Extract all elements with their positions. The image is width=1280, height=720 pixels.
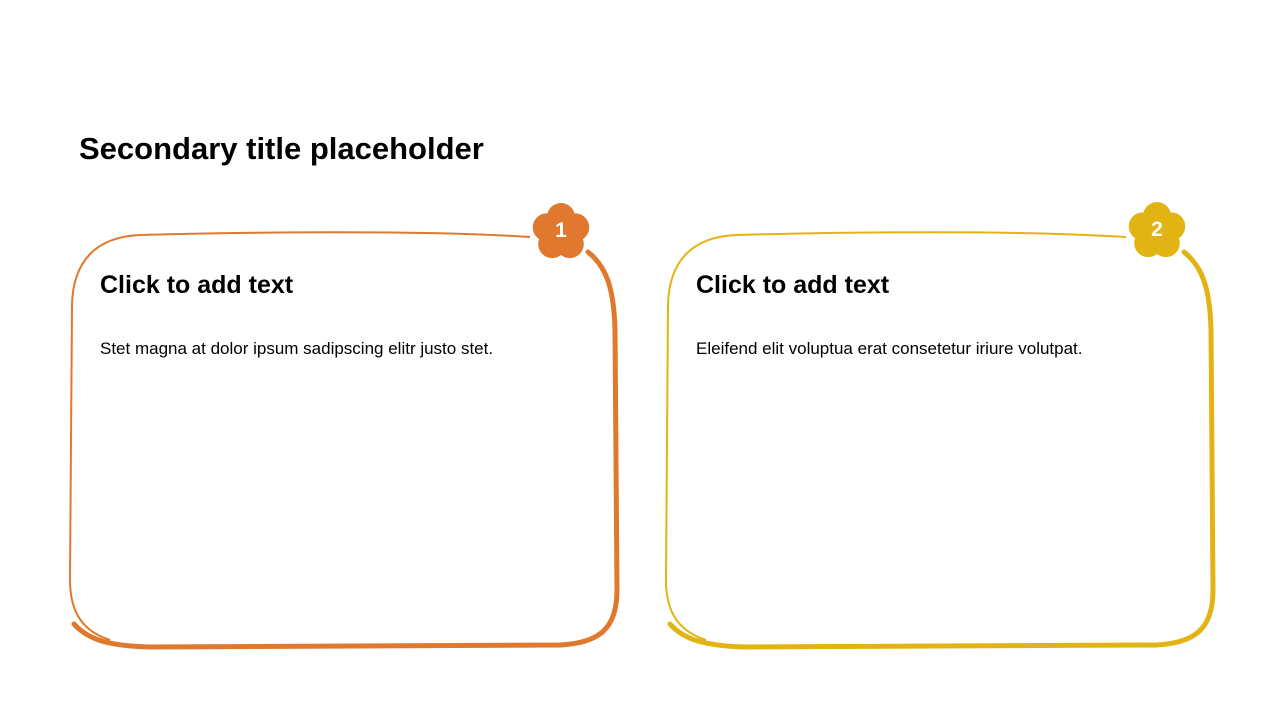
slide-title[interactable]: Secondary title placeholder bbox=[79, 131, 484, 166]
card-2-heading[interactable]: Click to add text bbox=[696, 271, 890, 299]
flower-badge-icon bbox=[532, 203, 590, 259]
card-1-body[interactable]: Stet magna at dolor ipsum sadipscing eli… bbox=[100, 339, 494, 358]
flower-center bbox=[1141, 215, 1173, 247]
card-2-body[interactable]: Eleifend elit voluptua erat consetetur i… bbox=[696, 339, 1083, 358]
flower-center bbox=[545, 216, 577, 248]
card-2-frame bbox=[664, 202, 1216, 650]
frame-shadow-edge bbox=[667, 249, 1216, 650]
card-1-frame bbox=[68, 203, 620, 650]
frame-outline bbox=[68, 231, 531, 641]
card-1-heading[interactable]: Click to add text bbox=[100, 271, 294, 299]
flower-badge-icon bbox=[1128, 202, 1186, 258]
frame-shadow-edge bbox=[71, 249, 620, 650]
card-1-number-badge: 1 bbox=[555, 219, 567, 242]
card-2-number-badge: 2 bbox=[1151, 218, 1163, 241]
frame-outline bbox=[664, 231, 1127, 641]
